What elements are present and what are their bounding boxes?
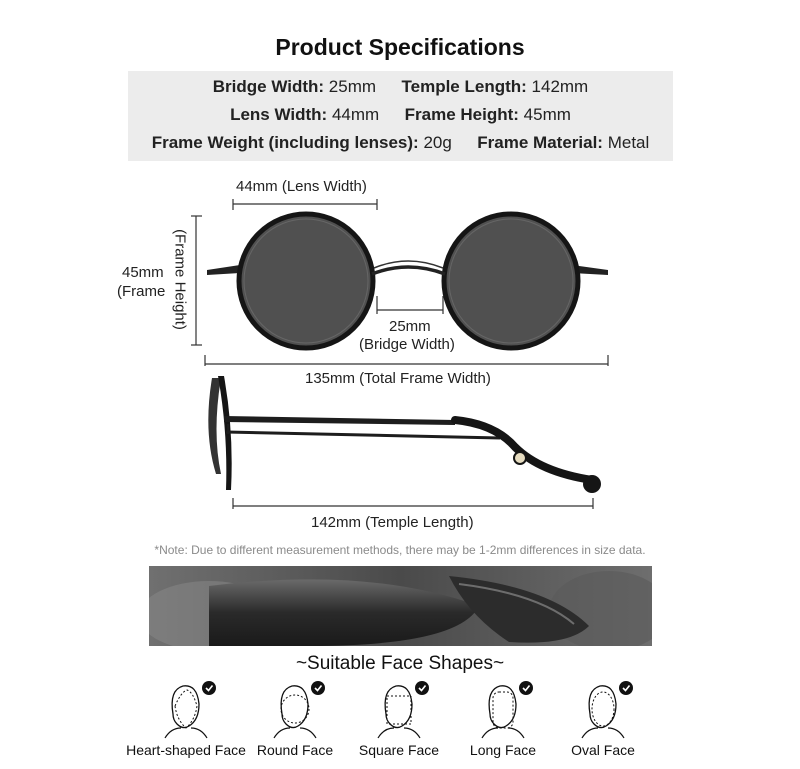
frame-height-rotated-label: (Frame Height): [171, 229, 189, 330]
frame-height-label: Frame Height:: [404, 105, 519, 124]
total-width-measure: 135mm (Total Frame Width): [305, 370, 491, 387]
lens-width-measure: 44mm (Lens Width): [236, 178, 367, 195]
spec-row-1: Bridge Width: 25mm Temple Length: 142mm: [128, 77, 673, 97]
frame-material-label: Frame Material:: [477, 133, 603, 152]
face-shapes-title: ~Suitable Face Shapes~: [295, 653, 505, 674]
measurement-note: *Note: Due to different measurement meth…: [154, 543, 646, 557]
lens-width-label: Lens Width:: [230, 105, 328, 124]
face-shape-round: Round Face: [230, 676, 360, 766]
face-shape-heart: Heart-shaped Face: [121, 676, 251, 766]
left-lens: [236, 211, 376, 351]
detail-photo-art: [149, 566, 652, 646]
temple-length-label: Temple Length:: [401, 77, 527, 96]
spec-row-3: Frame Weight (including lenses): 20g Fra…: [128, 133, 673, 153]
face-label-oval: Oval Face: [571, 742, 635, 758]
long-face-icon: [481, 681, 533, 739]
glasses-side-view: [208, 376, 601, 509]
face-shape-long: Long Face: [438, 676, 568, 766]
heart-face-icon: [164, 681, 216, 739]
face-label-square: Square Face: [358, 742, 440, 758]
frame-weight-value: 20g: [423, 133, 452, 152]
bridge-width-measure-label: (Bridge Width): [359, 336, 455, 353]
face-label-round: Round Face: [256, 742, 334, 758]
right-lens: [441, 211, 581, 351]
face-shape-oval: Oval Face: [538, 676, 668, 766]
bridge-width-label: Bridge Width:: [212, 77, 325, 96]
lens-width-value: 44mm: [331, 105, 380, 124]
spec-box: Bridge Width: 25mm Temple Length: 142mm …: [128, 71, 673, 161]
frame-height-value: 45mm: [523, 105, 571, 124]
temple-length-value: 142mm: [531, 77, 589, 96]
face-shape-square: Square Face: [334, 676, 464, 766]
frame-height-measure-value: 45mm: [122, 264, 164, 281]
detail-photo: [149, 566, 652, 646]
square-face-icon: [377, 681, 429, 739]
glasses-front-view: [191, 199, 609, 366]
frame-material-value: Metal: [607, 133, 650, 152]
oval-face-icon: [581, 681, 633, 739]
spec-row-2: Lens Width: 44mm Frame Height: 45mm: [128, 105, 673, 125]
face-label-heart: Heart-shaped Face: [126, 742, 246, 758]
page-title: Product Specifications: [275, 34, 525, 60]
bridge-width-measure-value: 25mm: [389, 318, 431, 335]
temple-length-measure: 142mm (Temple Length): [311, 514, 474, 531]
frame-weight-label: Frame Weight (including lenses):: [151, 133, 419, 152]
round-face-icon: [273, 681, 325, 739]
bridge-width-value: 25mm: [328, 77, 377, 96]
face-label-long: Long Face: [469, 742, 537, 758]
frame-height-measure-word: (Frame: [117, 283, 166, 300]
